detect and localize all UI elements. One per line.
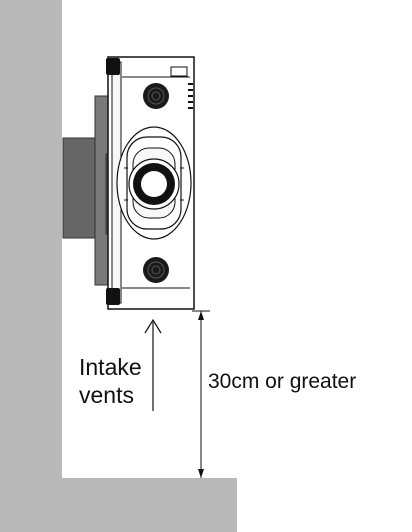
floor-slab: [0, 478, 237, 532]
lens-assembly: [116, 126, 192, 240]
dimension-arrow-icon: [192, 310, 210, 478]
projector: [106, 56, 195, 310]
top-vent: [143, 83, 169, 109]
bottom-foot: [106, 288, 120, 305]
indicator-box: [170, 66, 188, 77]
clearance-label: 30cm or greater: [208, 370, 356, 393]
wall-vertical: [0, 0, 62, 532]
lens-glass: [141, 171, 167, 197]
bottom-vent: [143, 257, 169, 283]
top-foot: [106, 58, 120, 75]
side-vent-slits: [188, 83, 193, 109]
intake-arrow-icon: [144, 318, 162, 411]
intake-vents-label-line2: vents: [79, 382, 134, 408]
intake-vents-label-line1: Intake: [79, 354, 142, 380]
